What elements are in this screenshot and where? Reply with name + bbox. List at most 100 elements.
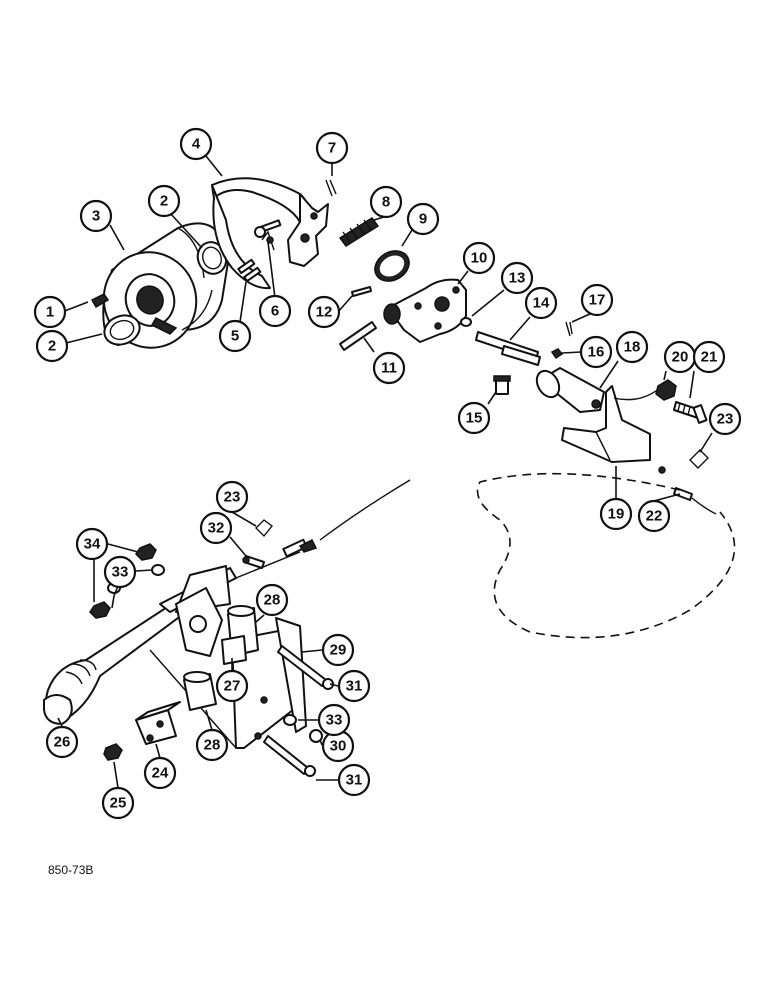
callout-12: 12 (307, 295, 341, 329)
callout-31-lower: 31 (337, 763, 371, 797)
callout-34: 34 (75, 527, 109, 561)
svg-text:33: 33 (326, 712, 343, 729)
svg-text:5: 5 (231, 328, 239, 345)
callout-13: 13 (500, 261, 534, 295)
bolt-part (673, 401, 708, 424)
callout-27: 27 (215, 669, 249, 703)
callout-32: 32 (199, 511, 233, 545)
figure-code: 850-73B (48, 863, 93, 877)
key-part (90, 293, 110, 309)
callout-33-upper: 33 (103, 555, 137, 589)
callout-20: 20 (663, 340, 697, 374)
svg-text:30: 30 (330, 738, 347, 755)
ring-part (196, 241, 228, 275)
callout-2-lower: 2 (35, 329, 69, 363)
callout-15: 15 (457, 401, 491, 435)
clip-left-part (255, 519, 273, 538)
svg-text:4: 4 (192, 136, 201, 153)
callout-17: 17 (580, 283, 614, 317)
callout-3: 3 (79, 199, 113, 233)
callout-10: 10 (462, 241, 496, 275)
svg-text:14: 14 (533, 295, 550, 312)
callout-28-upper: 28 (255, 583, 289, 617)
svg-text:24: 24 (152, 765, 169, 782)
svg-text:2: 2 (48, 338, 56, 355)
svg-text:18: 18 (624, 339, 641, 356)
callout-9: 9 (406, 202, 440, 236)
svg-text:12: 12 (316, 304, 333, 321)
svg-text:9: 9 (419, 211, 427, 228)
svg-text:29: 29 (330, 642, 347, 659)
nut-34-upper-part (135, 543, 157, 561)
callout-6: 6 (258, 294, 292, 328)
callout-2-upper: 2 (147, 184, 181, 218)
callout-19: 19 (599, 497, 633, 531)
callout-31-upper: 31 (337, 669, 371, 703)
svg-text:6: 6 (271, 303, 279, 320)
callout-1: 1 (33, 295, 67, 329)
pin-part (351, 286, 372, 297)
svg-text:21: 21 (701, 349, 718, 366)
band-bolt-part (254, 219, 282, 238)
nut-part (655, 379, 677, 401)
callout-24: 24 (143, 756, 177, 790)
svg-text:1: 1 (46, 304, 54, 321)
cotter-pin-right-part (565, 321, 573, 337)
brake-band-part (211, 177, 329, 290)
callout-16: 16 (579, 335, 613, 369)
shaft-part (475, 331, 541, 366)
bolt-32-part (242, 555, 265, 569)
callout-29: 29 (321, 633, 355, 667)
snap-ring-part (103, 314, 141, 346)
short-bolt-part (309, 729, 323, 743)
long-bolt-lower-part (263, 735, 316, 777)
callout-18: 18 (615, 330, 649, 364)
nut-small-part (550, 348, 564, 360)
nut-34-lower-part (89, 601, 111, 619)
callout-30: 30 (321, 729, 355, 763)
svg-text:23: 23 (717, 411, 734, 428)
long-bolt-upper-part (277, 645, 334, 690)
svg-text:19: 19 (608, 506, 625, 523)
svg-text:15: 15 (466, 410, 483, 427)
callout-balloons: 1 2 2 3 4 5 6 7 8 9 10 11 12 13 14 15 16… (33, 127, 742, 820)
small-ring-part (460, 317, 472, 327)
svg-text:33: 33 (112, 564, 129, 581)
svg-text:31: 31 (346, 678, 363, 695)
svg-text:20: 20 (672, 349, 689, 366)
callout-33-lower: 33 (317, 703, 351, 737)
svg-text:28: 28 (264, 592, 281, 609)
callout-25: 25 (101, 786, 135, 820)
callout-4: 4 (179, 127, 213, 161)
svg-text:2: 2 (160, 193, 168, 210)
svg-text:8: 8 (382, 194, 390, 211)
svg-text:31: 31 (346, 772, 363, 789)
callout-7: 7 (315, 131, 349, 165)
bushing-upper-part (221, 605, 259, 665)
brake-drum-part (102, 222, 229, 349)
leader-lines (57, 155, 713, 789)
svg-text:3: 3 (92, 208, 100, 225)
svg-text:10: 10 (471, 250, 488, 267)
callout-23-right: 23 (708, 402, 742, 436)
callout-11: 11 (372, 351, 406, 385)
callout-8: 8 (369, 185, 403, 219)
svg-text:11: 11 (381, 360, 397, 377)
clevis-part (135, 701, 181, 745)
svg-text:32: 32 (208, 520, 225, 537)
callout-23-left: 23 (215, 480, 249, 514)
svg-text:22: 22 (646, 508, 663, 525)
valve-body-part (383, 278, 467, 343)
svg-text:25: 25 (110, 795, 127, 812)
svg-text:7: 7 (328, 140, 336, 157)
svg-text:26: 26 (54, 734, 71, 751)
callout-14: 14 (524, 286, 558, 320)
callout-22: 22 (637, 499, 671, 533)
washer-33-upper-part (151, 564, 165, 576)
spring-part (338, 216, 380, 248)
screw-part (493, 375, 511, 395)
cable-routing-path (476, 472, 736, 639)
svg-text:34: 34 (84, 536, 101, 553)
svg-text:13: 13 (509, 270, 526, 287)
